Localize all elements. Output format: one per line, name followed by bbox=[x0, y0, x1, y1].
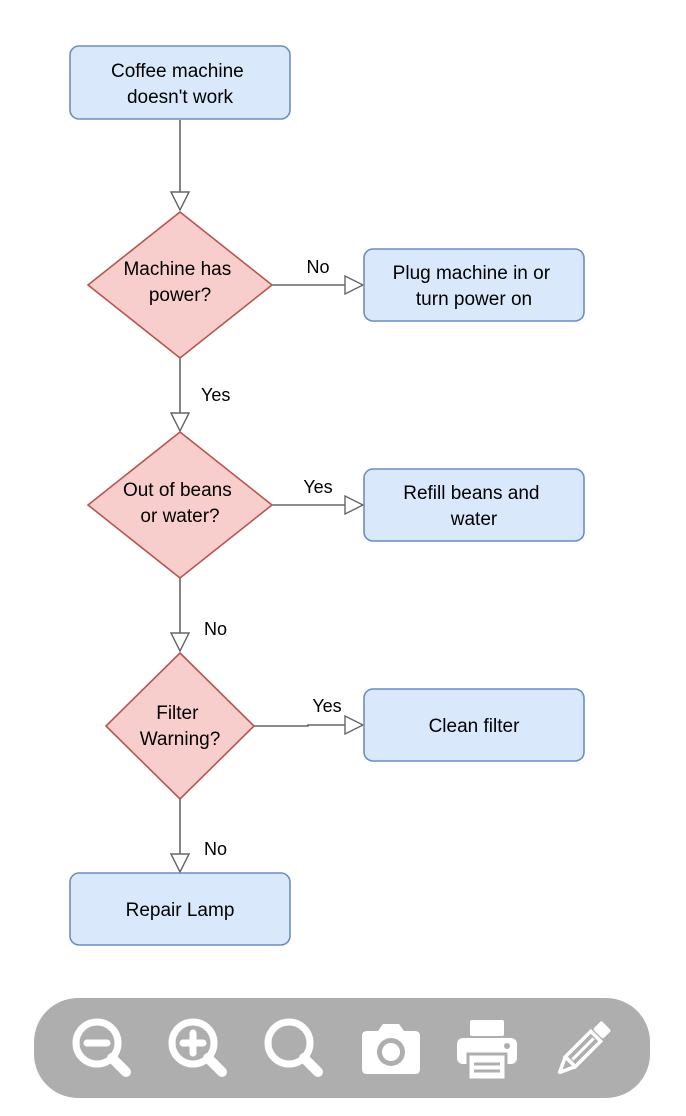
svg-text:Machine has power?: Machine has power? bbox=[123, 259, 236, 306]
decision-power-line-2: power? bbox=[149, 285, 211, 306]
decision-beans-line-1: Out of beans bbox=[123, 480, 232, 501]
edge-label-filter-yes: Yes bbox=[312, 696, 341, 716]
decision-filter: Filter Warning? bbox=[104, 651, 256, 801]
node-clean-filter-label: Clean filter bbox=[429, 716, 520, 737]
node-refill-line-2: water bbox=[450, 509, 498, 530]
node-start-line-1: Coffee machine bbox=[111, 61, 244, 82]
decision-power: Machine has power? bbox=[86, 210, 274, 360]
camera-icon bbox=[362, 1024, 420, 1074]
node-repair-lamp-label: Repair Lamp bbox=[126, 900, 235, 921]
node-plug-in-line-1: Plug machine in or bbox=[393, 263, 551, 284]
svg-text:Plug machine in or turn: Plug machine in or turn power on bbox=[393, 263, 556, 310]
viewer-toolbar bbox=[34, 998, 650, 1098]
node-clean-filter: Clean filter bbox=[363, 688, 585, 762]
svg-text:Coffee machine doesn't w: Coffee machine doesn't work bbox=[111, 61, 249, 108]
edges bbox=[180, 120, 363, 872]
node-plug-in: Plug machine in or turn power on bbox=[363, 248, 585, 322]
node-repair-lamp: Repair Lamp bbox=[69, 872, 291, 946]
decision-filter-line-1: Filter bbox=[156, 703, 199, 724]
print-button[interactable] bbox=[452, 1014, 522, 1084]
zoom-out-button[interactable] bbox=[68, 1014, 138, 1084]
edit-button[interactable] bbox=[548, 1014, 618, 1084]
node-start: Coffee machine doesn't work bbox=[69, 45, 291, 120]
edge-label-beans-no: No bbox=[204, 619, 227, 639]
svg-text:Refill beans and water: Refill beans and water bbox=[403, 483, 545, 530]
zoom-out-icon bbox=[72, 1018, 131, 1077]
svg-text:Filter Warning?: Filter Warning? bbox=[140, 703, 221, 750]
node-plug-in-line-2: turn power on bbox=[416, 289, 532, 310]
edge-label-beans-yes: Yes bbox=[303, 477, 332, 497]
decision-beans-line-2: or water? bbox=[140, 506, 219, 527]
decision-power-line-1: Machine has bbox=[123, 259, 231, 280]
zoom-in-icon bbox=[168, 1018, 227, 1077]
node-refill: Refill beans and water bbox=[363, 468, 585, 542]
zoom-fit-icon bbox=[264, 1018, 323, 1077]
flowchart: No Yes Yes No Yes No Coffee machine does… bbox=[69, 45, 585, 946]
pencil-icon bbox=[557, 1021, 611, 1075]
edge-label-filter-no: No bbox=[204, 839, 227, 859]
svg-text:Out of beans or water?: Out of beans or water? bbox=[123, 480, 237, 527]
node-refill-line-1: Refill beans and bbox=[403, 483, 539, 504]
zoom-fit-button[interactable] bbox=[260, 1014, 330, 1084]
zoom-in-button[interactable] bbox=[164, 1014, 234, 1084]
node-start-line-2: doesn't work bbox=[127, 87, 234, 108]
edge-label-power-no: No bbox=[306, 257, 329, 277]
edge-filter-yes bbox=[254, 725, 363, 726]
edge-label-power-yes: Yes bbox=[201, 385, 230, 405]
export-image-button[interactable] bbox=[356, 1014, 426, 1084]
printer-icon bbox=[457, 1020, 517, 1082]
decision-filter-line-2: Warning? bbox=[140, 729, 221, 750]
decision-beans-water: Out of beans or water? bbox=[86, 430, 274, 580]
